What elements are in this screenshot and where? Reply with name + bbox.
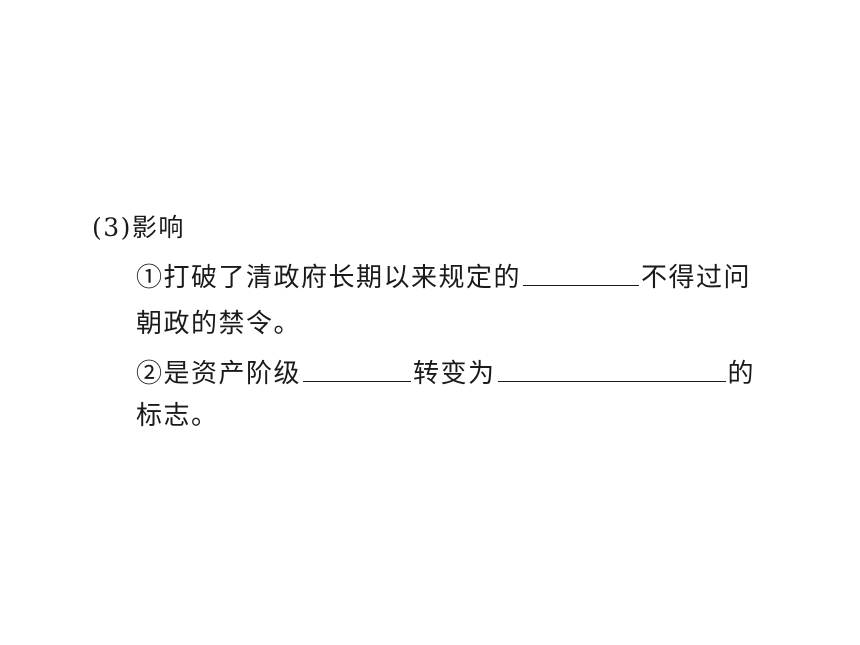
item-2-text-part-1: ②是资产阶级 xyxy=(136,359,302,389)
answer-blank-2[interactable] xyxy=(303,354,412,382)
answer-blank-1[interactable] xyxy=(523,258,640,286)
answer-blank-3[interactable] xyxy=(497,354,726,382)
item-1-text-before-blank: ①打破了清政府长期以来规定的 xyxy=(136,263,522,293)
item-1-text-after-blank: 不得过问 xyxy=(641,263,752,293)
section-heading: (3)影响 xyxy=(92,213,185,242)
item-2-line-1: ②是资产阶级 转变为 的 xyxy=(136,354,755,392)
item-2-text-part-2: 转变为 xyxy=(413,359,496,389)
item-2-line-2: 标志。 xyxy=(136,401,219,431)
item-2-text-part-3: 的 xyxy=(727,359,756,389)
item-1-line-2: 朝政的禁令。 xyxy=(136,309,302,339)
item-1-line-1: ①打破了清政府长期以来规定的 不得过问 xyxy=(136,258,751,296)
